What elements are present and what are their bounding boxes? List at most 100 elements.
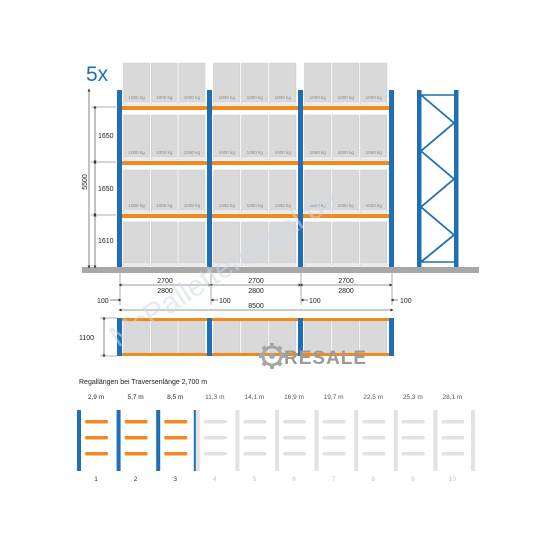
length-option: 11,3 m4 <box>195 394 227 483</box>
level-height-label: 1650 <box>98 186 114 193</box>
load-label: 1000 kg <box>310 95 327 100</box>
option-beam <box>362 436 386 440</box>
length-option: 2,9 m1 <box>77 394 108 483</box>
length-value: 22,5 m <box>363 394 383 401</box>
option-number: 10 <box>449 476 457 483</box>
pallet-box <box>213 114 241 161</box>
option-beam <box>283 420 306 424</box>
plan-view: 1100 <box>79 316 394 358</box>
pallet-base <box>360 209 388 214</box>
option-number: 2 <box>134 476 138 483</box>
beam-highlight <box>122 218 207 220</box>
upright <box>117 90 122 267</box>
option-upright <box>235 410 240 471</box>
plan-pallet <box>178 320 206 354</box>
length-option: 25,3 m9 <box>393 394 425 483</box>
pallet-base <box>151 209 178 214</box>
pallet-box <box>269 114 297 161</box>
pallet-base <box>151 262 178 267</box>
load-label: 1000 kg <box>310 150 327 155</box>
plan-upright <box>298 318 303 356</box>
clearance-label: 100 <box>97 298 109 305</box>
beam-highlight <box>303 110 389 112</box>
option-upright <box>433 410 438 471</box>
beam <box>122 161 207 165</box>
pallet <box>178 221 206 267</box>
length-dimensions: 2700 2700 2700 2800 2800 2800 100 100 10… <box>97 273 412 312</box>
plan-beam <box>303 353 389 356</box>
pallet-base <box>332 156 360 161</box>
pallet-base <box>123 262 150 267</box>
option-beam <box>401 436 425 440</box>
load-label: 1000 kg <box>184 150 201 155</box>
beam <box>212 161 298 165</box>
pallet: 1000 kg <box>241 114 269 161</box>
load-label: 1000 kg <box>156 95 173 100</box>
beam <box>303 214 389 218</box>
pallet-box <box>213 221 241 267</box>
option-number: 8 <box>371 476 375 483</box>
pallet-box <box>123 169 150 214</box>
option-beam <box>362 420 386 424</box>
pallet: 1000 kg <box>123 169 150 214</box>
beam-highlight <box>212 218 298 220</box>
load-label: 1000 kg <box>366 203 383 208</box>
pallet-base <box>213 209 241 214</box>
option-beam <box>164 420 188 424</box>
pallet-box <box>332 221 360 267</box>
gear-icon <box>259 343 285 369</box>
pallet-base <box>123 101 150 106</box>
beam-highlight <box>212 165 298 167</box>
option-number: 7 <box>332 476 336 483</box>
load-label: 1000 kg <box>338 203 355 208</box>
load-label: 1000 kg <box>184 203 201 208</box>
upright <box>207 90 212 267</box>
load-label: 1000 kg <box>338 95 355 100</box>
plan-upright <box>389 318 394 356</box>
bay-outer-length: 2800 <box>157 288 173 295</box>
load-label: 1000 kg <box>128 150 145 155</box>
option-number: 5 <box>253 476 257 483</box>
side-frame <box>417 90 459 267</box>
load-label: 1000 kg <box>275 95 292 100</box>
option-beam <box>362 452 386 456</box>
plan-beam <box>212 353 298 356</box>
length-option: 28,1 m10 <box>433 394 465 483</box>
pallet <box>332 221 360 267</box>
option-beam <box>322 452 346 456</box>
option-number: 9 <box>411 476 415 483</box>
option-upright <box>77 410 81 471</box>
plan-beam <box>212 318 298 321</box>
pallet-base <box>269 156 297 161</box>
load-label: 1000 kg <box>247 95 264 100</box>
beam <box>122 106 207 110</box>
level-height-label: 1650 <box>98 133 114 140</box>
pallet-base <box>304 101 332 106</box>
bay-outer-length: 2800 <box>338 288 354 295</box>
plan-beam <box>122 318 207 321</box>
length-option: 16,9 m6 <box>275 394 306 483</box>
pallet-base <box>178 209 206 214</box>
pallet-box <box>213 62 241 106</box>
option-upright <box>393 410 398 471</box>
pallet-box <box>178 114 206 161</box>
option-beam <box>401 452 425 456</box>
pallet-box <box>178 221 206 267</box>
pallet: 1000 kg <box>150 169 178 214</box>
option-beam <box>243 436 267 440</box>
pallet: 1000 kg <box>213 62 241 106</box>
pallet-box <box>150 221 178 267</box>
option-upright <box>354 410 359 471</box>
pallet-box <box>150 169 178 214</box>
option-beam <box>124 452 148 456</box>
load-label: 1000 kg <box>247 150 264 155</box>
depth-label: 1100 <box>79 335 94 342</box>
pallet <box>123 221 150 267</box>
pallet-box <box>304 62 332 106</box>
pallet-base <box>178 101 206 106</box>
level-height-label: 1610 <box>98 238 114 245</box>
pallet-base <box>241 101 269 106</box>
option-beam <box>441 436 465 440</box>
option-beam <box>243 420 267 424</box>
